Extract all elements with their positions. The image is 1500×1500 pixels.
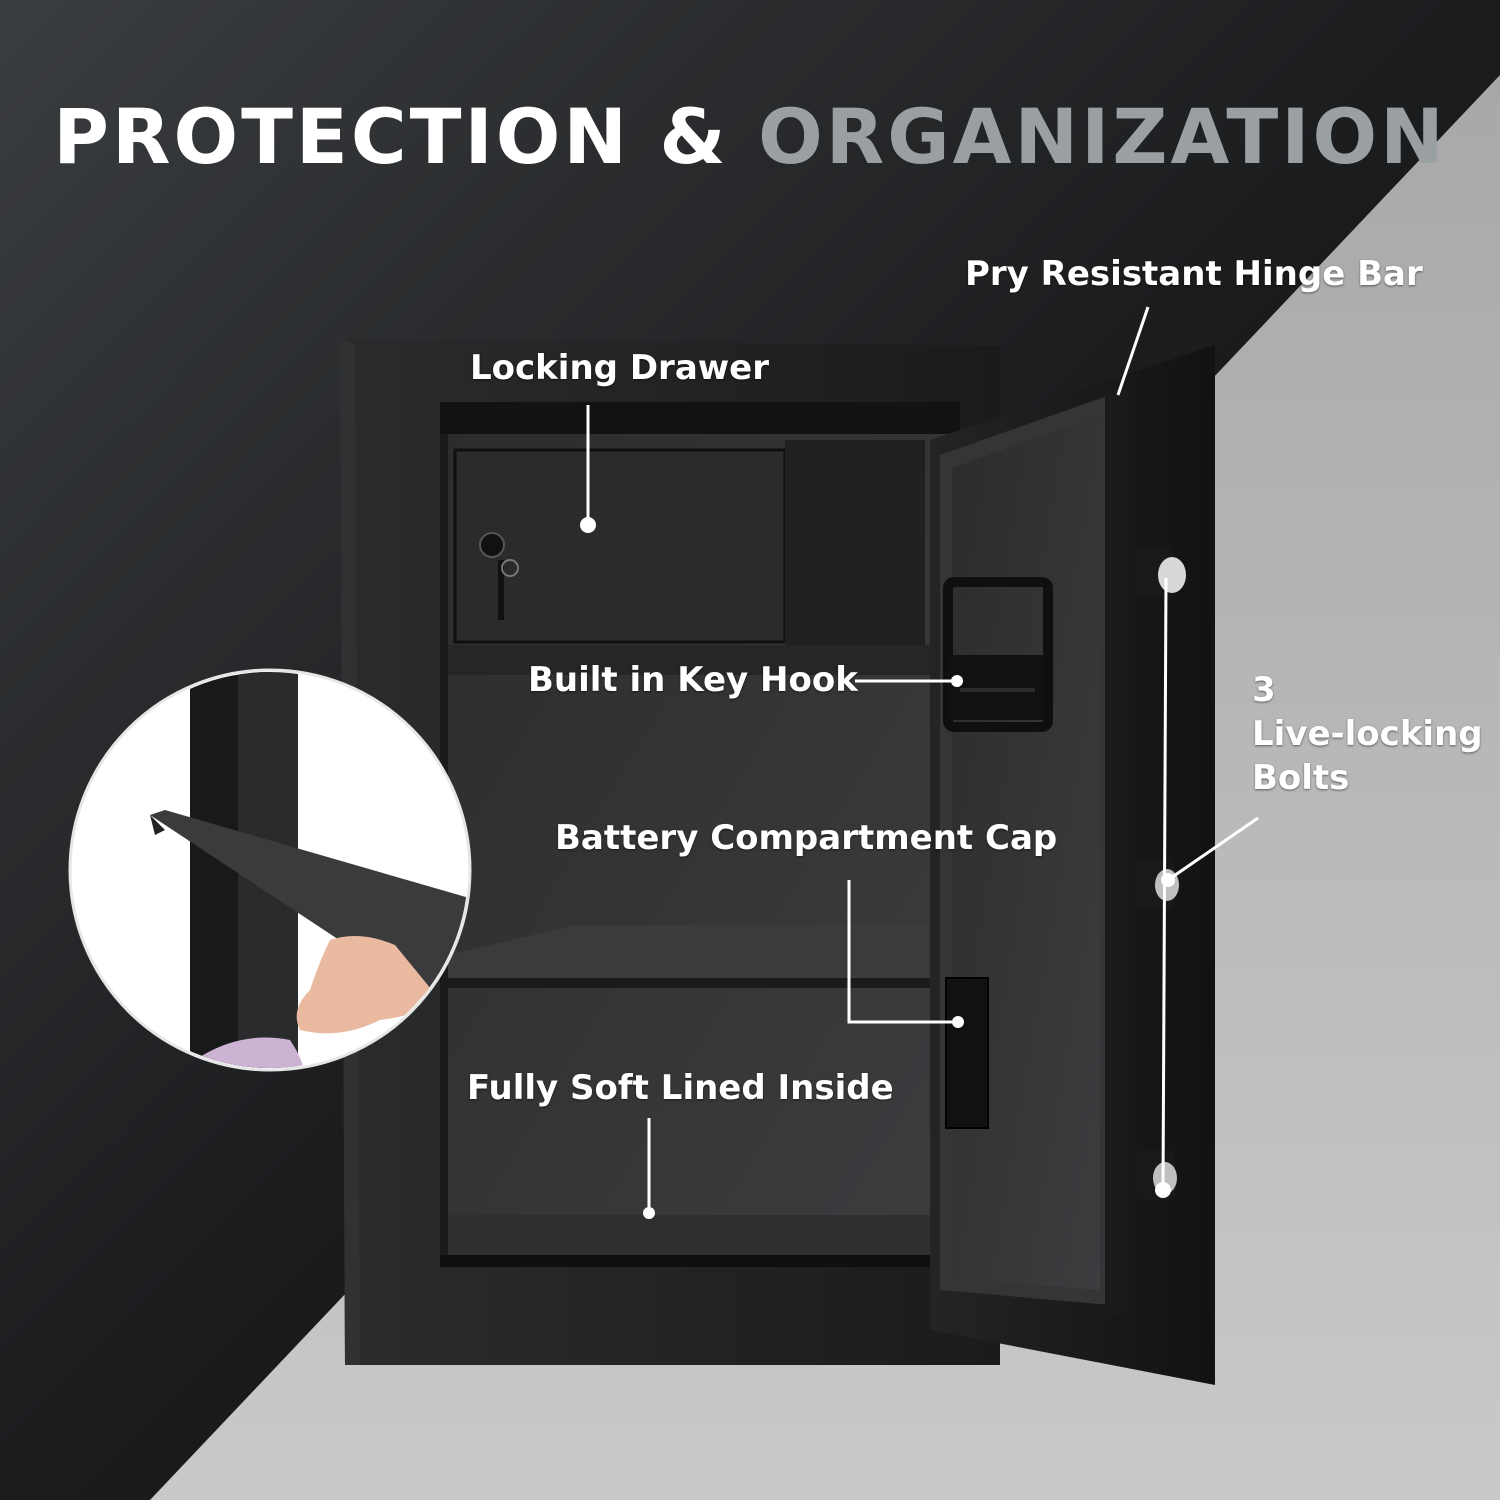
shelf-detail-inset [68, 668, 472, 1072]
locking-drawer [453, 440, 925, 660]
callout-key-hook: Built in Key Hook [528, 660, 858, 700]
callout-bolts-line2: Live-locking [1252, 714, 1483, 754]
callout-battery-cap: Battery Compartment Cap [555, 818, 1058, 858]
battery-compartment [945, 977, 989, 1129]
headline-part1: PROTECTION [53, 92, 630, 181]
callout-bolts: 3 Live-locking Bolts [1252, 668, 1483, 800]
headline-ampersand: & [659, 92, 729, 181]
headline: PROTECTION & ORGANIZATION [0, 92, 1500, 181]
callout-bolts-count: 3 [1252, 670, 1276, 710]
hinge-bar [1105, 390, 1127, 1315]
key-hook [943, 577, 1053, 732]
drawer-key [498, 560, 504, 620]
removable-shelf [448, 925, 960, 978]
callout-bolts-line3: Bolts [1252, 758, 1350, 798]
callout-locking-drawer: Locking Drawer [470, 348, 769, 388]
headline-part2: ORGANIZATION [758, 92, 1447, 181]
callout-dots [580, 517, 1175, 1219]
callout-soft-lining: Fully Soft Lined Inside [467, 1068, 894, 1108]
callout-hinge-bar: Pry Resistant Hinge Bar [965, 254, 1423, 294]
safe-door [930, 345, 1215, 1385]
hand [296, 936, 440, 1034]
drawer-lock-icon [479, 532, 505, 558]
